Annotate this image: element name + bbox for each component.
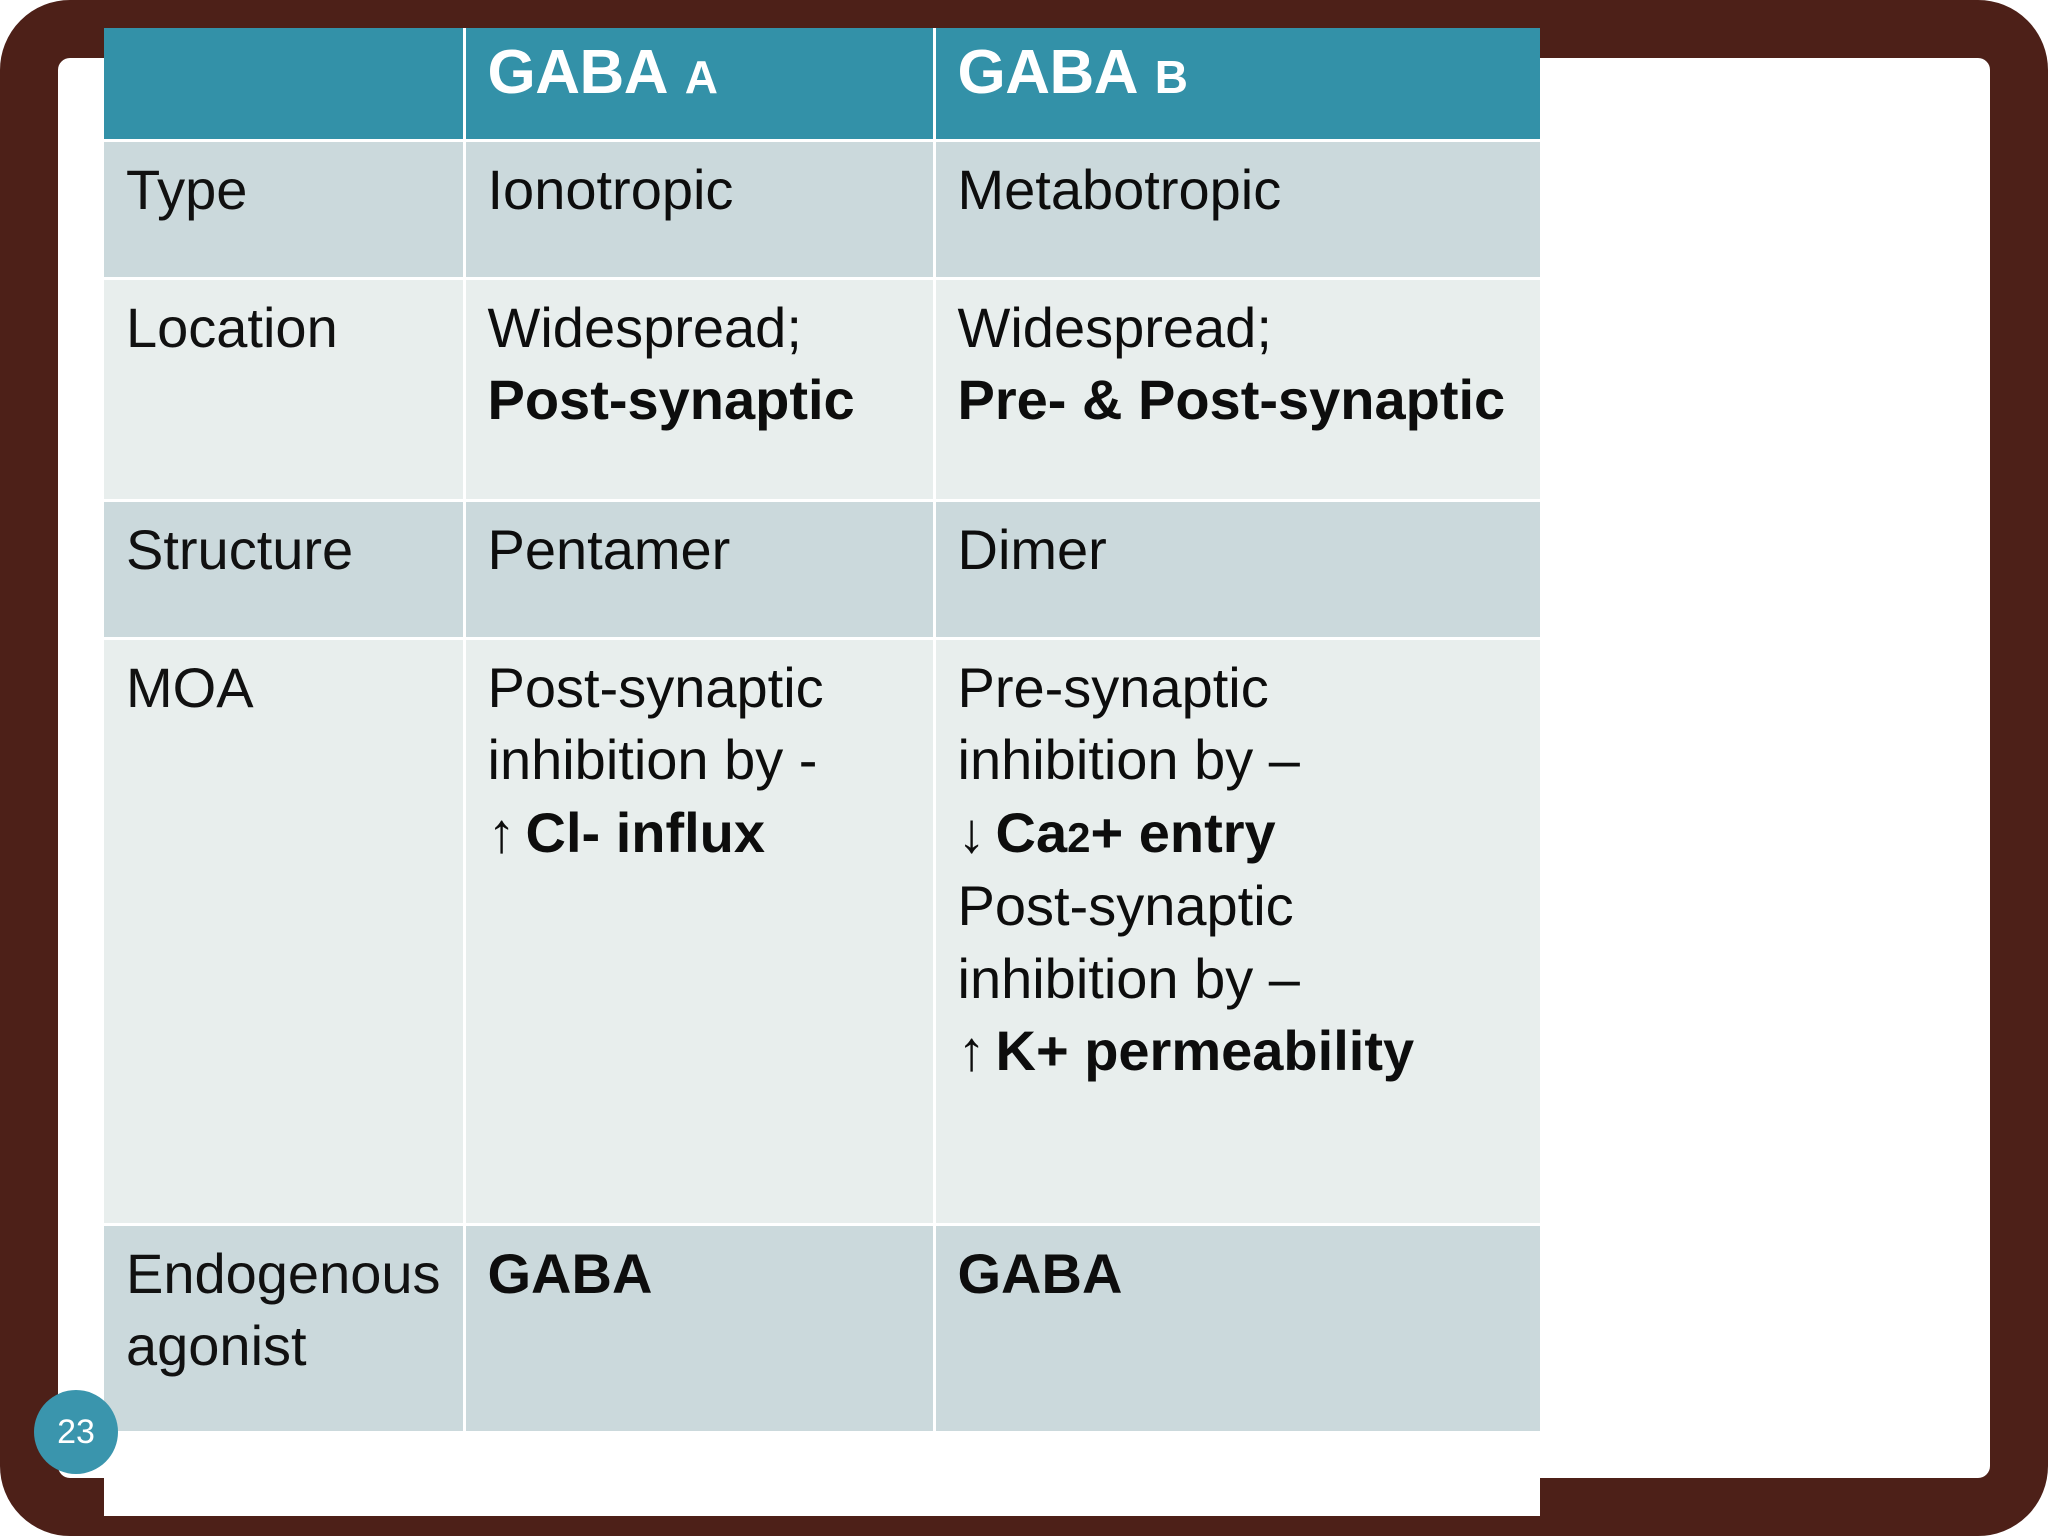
cell-line-text: K+ permeability: [995, 1019, 1415, 1083]
row-label-moa: MOA: [104, 638, 466, 1226]
cell-location-gaba-a: Widespread; Post-synaptic: [464, 278, 936, 502]
row-label-line: agonist: [126, 1314, 307, 1378]
cell-line: Pre- & Post-synaptic: [957, 368, 1506, 432]
page-number-badge: 23: [34, 1390, 118, 1474]
cell-line: inhibition by –: [957, 728, 1300, 792]
table-row-location: Location Widespread; Post-synaptic Wides…: [104, 278, 1540, 502]
table-row-structure: Structure Pentamer Dimer: [104, 500, 1540, 640]
cell-line: inhibition by -: [487, 728, 818, 792]
cell-type-gaba-b: Metabotropic: [934, 140, 1540, 280]
table-row-moa: MOA Post-synaptic inhibition by - ↑Cl- i…: [104, 638, 1540, 1226]
table-row-type: Type Ionotropic Metabotropic: [104, 140, 1540, 280]
cell-line: inhibition by –: [957, 946, 1300, 1010]
slide-content-area: GABA A GABA B Type Ionotropic Metabotrop…: [104, 28, 1540, 1516]
row-label-line: Endogenous: [126, 1241, 441, 1305]
cell-line: GABA: [957, 1241, 1123, 1305]
header-gaba-b-sub: B: [1154, 51, 1189, 103]
cell-moa-gaba-b: Pre-synaptic inhibition by – ↓Ca2+ entry…: [934, 638, 1540, 1226]
table-header: GABA A GABA B: [104, 28, 1540, 142]
table-body: Type Ionotropic Metabotropic Location Wi…: [104, 140, 1540, 1434]
cell-line: Post-synaptic: [487, 655, 824, 719]
row-label-location: Location: [104, 278, 466, 502]
cell-line: Post-synaptic: [487, 368, 855, 432]
row-label-type: Type: [104, 140, 466, 280]
cell-line: Pre-synaptic: [957, 655, 1269, 719]
up-arrow-icon: ↑: [487, 801, 516, 865]
cell-line: Metabotropic: [957, 157, 1282, 221]
header-cell-gaba-a: GABA A: [464, 28, 936, 142]
cell-line: GABA: [487, 1241, 653, 1305]
cell-line-text: Ca2+ entry: [995, 801, 1276, 865]
cell-line: Post-synaptic: [957, 873, 1294, 937]
cell-line: Dimer: [957, 517, 1107, 581]
cell-structure-gaba-b: Dimer: [934, 500, 1540, 640]
header-row: GABA A GABA B: [104, 28, 1540, 142]
cell-line: Widespread;: [957, 295, 1272, 359]
cell-structure-gaba-a: Pentamer: [464, 500, 936, 640]
subscript-digit: 2: [1067, 814, 1091, 862]
cell-line: Ionotropic: [487, 157, 734, 221]
down-arrow-icon: ↓: [957, 801, 986, 865]
cell-type-gaba-a: Ionotropic: [464, 140, 936, 280]
cell-endogenous-agonist-gaba-a: GABA: [464, 1224, 936, 1434]
cell-line: Pentamer: [487, 517, 731, 581]
up-arrow-icon: ↑: [957, 1019, 986, 1083]
header-cell-gaba-b: GABA B: [934, 28, 1540, 142]
header-gaba-a-sub: A: [684, 51, 719, 103]
header-cell-blank: [104, 28, 466, 142]
cell-location-gaba-b: Widespread; Pre- & Post-synaptic: [934, 278, 1540, 502]
cell-moa-gaba-a: Post-synaptic inhibition by - ↑Cl- influ…: [464, 638, 936, 1226]
cell-line-decrease: ↓Ca2+ entry: [958, 797, 1523, 870]
row-label-structure: Structure: [104, 500, 466, 640]
gaba-comparison-table: GABA A GABA B Type Ionotropic Metabotrop…: [104, 28, 1540, 1434]
cell-endogenous-agonist-gaba-b: GABA: [934, 1224, 1540, 1434]
cell-line-text: Cl- influx: [525, 801, 766, 865]
header-gaba-b-main: GABA: [957, 38, 1139, 107]
cell-line-increase: ↑K+ permeability: [958, 1015, 1523, 1088]
cell-line-increase: ↑Cl- influx: [488, 797, 915, 870]
header-gaba-a-main: GABA: [487, 38, 669, 107]
row-label-endogenous-agonist: Endogenous agonist: [104, 1224, 466, 1434]
cell-line: Widespread;: [487, 295, 802, 359]
table-row-endogenous-agonist: Endogenous agonist GABA GABA: [104, 1224, 1540, 1434]
